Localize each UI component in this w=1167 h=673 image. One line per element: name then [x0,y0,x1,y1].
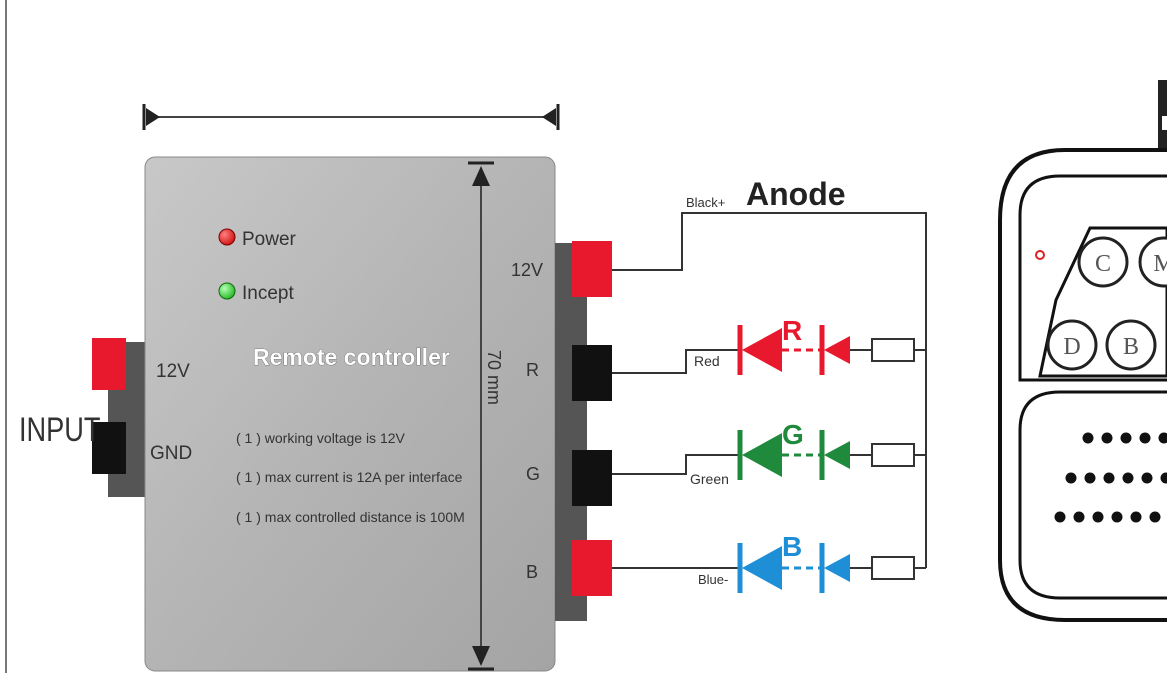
grille-dot [1158,432,1167,444]
grille-dot [1065,472,1077,484]
green-channel-letter: G [782,419,804,450]
remote-speaker-grille [1054,432,1167,523]
height-dimension [468,161,494,671]
grille-dot [1101,432,1113,444]
anode-label: Anode [746,176,846,212]
remote-control [998,80,1167,622]
red-channel-letter: R [782,315,802,346]
grille-dot [1122,472,1134,484]
black-wire-label: Black+ [686,195,725,210]
grille-dot [1054,511,1066,523]
red-wire-label: Red [694,353,720,369]
green-wire-label: Green [690,471,729,487]
grille-dot [1084,472,1096,484]
input-gnd-label: GND [150,443,192,464]
note-current: ( 1 ) max current is 12A per interface [236,469,463,485]
input-terminal-block [92,338,152,497]
output-r-label: R [526,360,539,380]
grille-dot [1092,511,1104,523]
svg-text:C: C [1095,251,1111,277]
grille-dot [1139,432,1151,444]
grille-dot [1130,511,1142,523]
remote-button-b: B [1105,319,1157,371]
grille-dot [1120,432,1132,444]
height-dimension-label: 70 mm [484,350,504,405]
remote-button-d: D [1046,319,1098,371]
blue-channel-letter: B [782,531,802,562]
note-voltage: ( 1 ) working voltage is 12V [236,430,406,446]
controller-title: Remote controller [253,344,450,370]
grille-dot [1149,511,1161,523]
grille-dot [1082,432,1094,444]
green-diode-pair [737,430,915,480]
remote-button-c: C [1077,236,1129,288]
svg-text:D: D [1063,334,1080,360]
grille-dot [1160,472,1167,484]
grille-dot [1141,472,1153,484]
output-terminal-block [555,241,612,621]
svg-text:B: B [1123,334,1139,360]
remote-button-m: M [1138,236,1167,288]
blue-wire-label: Blue- [698,572,728,587]
svg-text:M: M [1153,251,1167,277]
input-label: INPUT [19,410,101,449]
grille-dot [1073,511,1085,523]
controller-case [144,156,556,672]
input-12v-label: 12V [156,361,190,382]
power-led [218,228,236,246]
power-label: Power [242,229,297,250]
incept-label: Incept [242,283,294,304]
incept-led [218,282,236,300]
grille-dot [1111,511,1123,523]
width-dimension [142,104,560,130]
output-b-label: B [526,562,538,582]
grille-dot [1103,472,1115,484]
red-diode-pair [737,325,915,375]
blue-diode-pair [737,543,915,593]
wires [612,212,927,569]
note-distance: ( 1 ) max controlled distance is 100M [236,509,465,525]
output-12v-label: 12V [511,260,543,280]
output-g-label: G [526,464,540,484]
